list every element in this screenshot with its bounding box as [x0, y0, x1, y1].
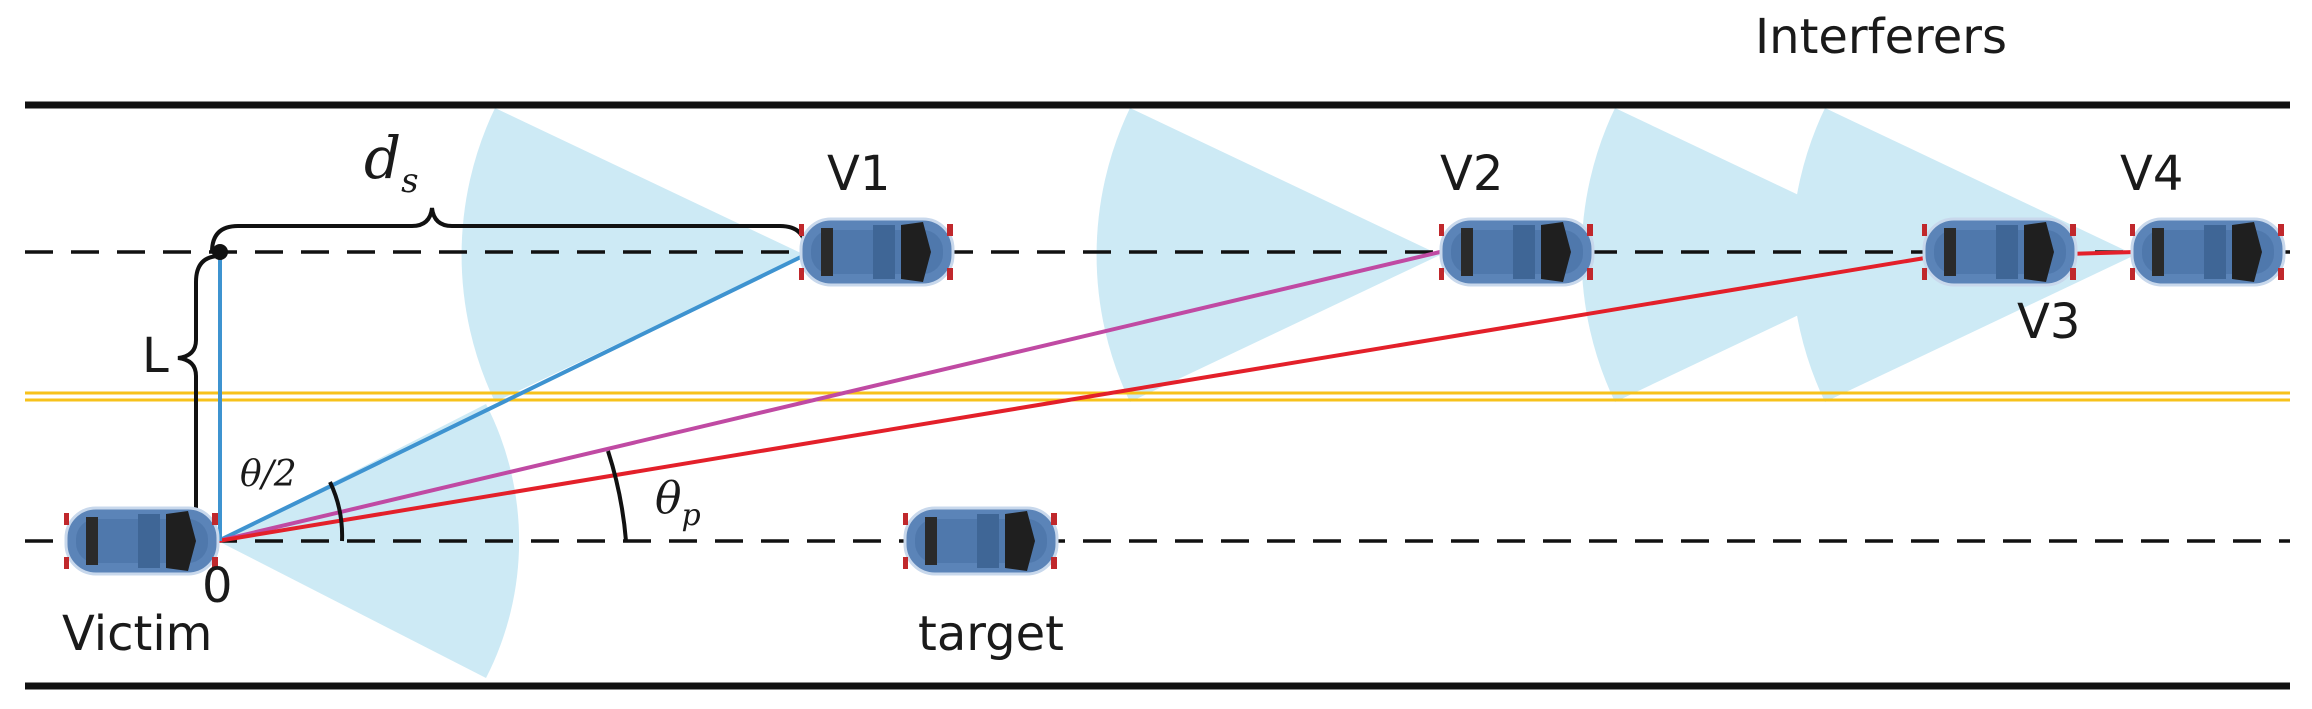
car-victim [62, 506, 220, 576]
label-origin: 0 [202, 558, 233, 614]
beam-v2 [1096, 108, 1440, 402]
half-angle-arc [328, 481, 345, 542]
car-v2 [1437, 217, 1595, 287]
interferers-title: Interferers [1755, 9, 2007, 65]
spacing-brace [210, 207, 808, 253]
beam-v1 [461, 108, 805, 402]
label-lane-width: L [142, 328, 169, 384]
label-v1: V1 [827, 146, 890, 202]
label-target: target [918, 606, 1064, 662]
path-to-v1 [217, 253, 806, 543]
car-v3 [1920, 217, 2078, 287]
car-target [901, 506, 1059, 576]
car-v1 [797, 217, 955, 287]
car-v4 [2128, 217, 2286, 287]
path-to-v3 [217, 256, 1926, 543]
theta-p-arc [606, 450, 628, 542]
path-to-v2 [217, 250, 1441, 543]
label-v4: V4 [2120, 146, 2183, 202]
label-half-angle: θ/2 [240, 454, 297, 495]
beam-v3 [1581, 108, 1925, 402]
label-v2: V2 [1440, 146, 1503, 202]
label-theta-p: θp [655, 473, 701, 533]
label-victim: Victim [62, 606, 212, 662]
label-v3: V3 [2017, 294, 2080, 350]
center-double-yellow-line [25, 391, 2290, 402]
label-spacing: ds [364, 124, 419, 201]
